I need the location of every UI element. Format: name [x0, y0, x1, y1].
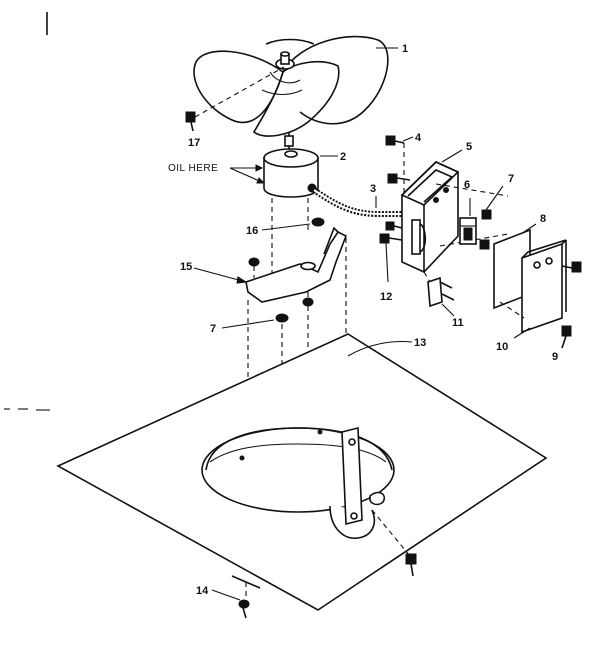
nut-7-left — [221, 313, 289, 329]
callout-5: 5 — [466, 141, 472, 153]
callout-1: 1 — [402, 43, 408, 55]
screw-17 — [185, 66, 285, 132]
callout-17: 17 — [188, 137, 200, 149]
fan-blade — [193, 35, 389, 137]
screw-14 — [211, 575, 261, 619]
clip-11 — [423, 271, 455, 317]
callout-13: 13 — [414, 337, 426, 349]
callout-2: 2 — [340, 151, 346, 163]
oil-here-label: OIL HERE — [168, 163, 218, 174]
oil-label-arrows — [229, 164, 266, 184]
motor-bracket — [193, 226, 348, 307]
callout-3: 3 — [370, 183, 376, 195]
callout-12: 12 — [380, 291, 392, 303]
callout-16: 16 — [246, 225, 258, 237]
callout-6: 6 — [464, 179, 470, 191]
callout-7-left: 7 — [210, 323, 216, 335]
mounting-plate — [56, 333, 548, 611]
switch-box — [387, 161, 509, 273]
cover-plate — [499, 239, 567, 339]
screw-12 — [379, 221, 403, 283]
switch — [459, 198, 477, 245]
screw-16 — [261, 217, 325, 231]
screw-7-right — [479, 185, 504, 250]
screw-4 — [385, 135, 414, 200]
callout-10: 10 — [496, 341, 508, 353]
screw-9 — [561, 325, 572, 349]
conduit — [312, 187, 402, 217]
callout-11: 11 — [452, 317, 464, 329]
scan-marks-left — [4, 408, 50, 411]
leader-5 — [441, 149, 463, 163]
motor — [263, 132, 319, 280]
callout-8: 8 — [540, 213, 546, 225]
screw-plate-right — [405, 553, 417, 577]
callout-14: 14 — [196, 585, 209, 597]
callout-9: 9 — [552, 351, 558, 363]
screw-cover-right — [561, 261, 582, 273]
callout-15: 15 — [180, 261, 192, 273]
callout-4: 4 — [415, 132, 422, 144]
callout-7-right: 7 — [508, 173, 514, 185]
